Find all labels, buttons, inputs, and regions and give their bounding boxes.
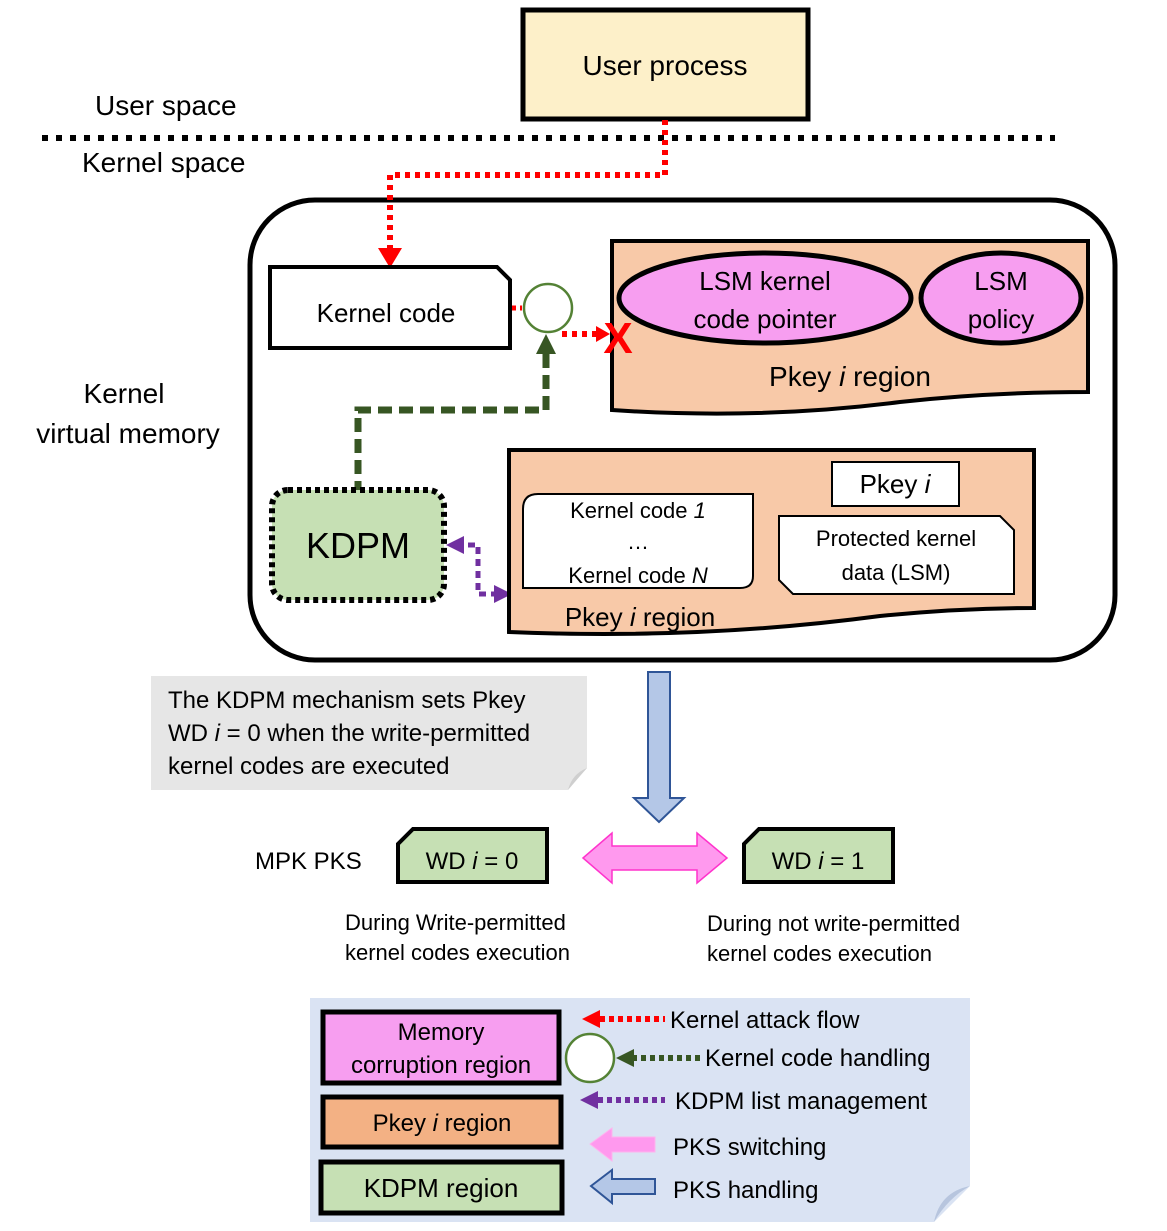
list-management-arrowhead-right (494, 585, 512, 603)
lsm-pointer-ellipse (616, 250, 914, 346)
kernel-code-list-item-1: Kernel code 1 (570, 498, 706, 523)
attack-flow-path (387, 120, 668, 250)
kernel-space-label: Kernel space (82, 147, 245, 178)
user-process-label: User process (583, 50, 748, 81)
wd0-box (396, 827, 549, 884)
lsm-policy-label-2: policy (968, 304, 1034, 334)
pks-switching-arrow (581, 831, 729, 885)
wd0-description-1: During Write-permitted (345, 910, 566, 935)
attack-blocked-x-icon: X (603, 314, 632, 363)
kdpm-box (269, 487, 447, 603)
list-management-arrowhead-left (446, 536, 464, 554)
note-line-1: The KDPM mechanism sets Pkey (168, 687, 525, 714)
wd1-label: WD i = 1 (772, 848, 865, 875)
legend-handling-arrowhead (616, 1049, 634, 1067)
legend-pks-switching-label: PKS switching (673, 1134, 826, 1161)
legend-memory-swatch (320, 1009, 562, 1086)
attack-flow-arrowhead (378, 248, 402, 268)
pkey-tag-label: Pkey i (860, 469, 932, 499)
kernel-code-list-ellipsis: … (627, 529, 649, 554)
legend-kdpm-swatch (318, 1159, 565, 1216)
wd0-label: WD i = 0 (426, 848, 519, 875)
wd1-description-2: kernel codes execution (707, 941, 932, 966)
protected-data-label-1: Protected kernel (816, 526, 976, 551)
legend-pks-handling-arrow (589, 1167, 656, 1206)
lsm-policy-ellipse (918, 250, 1084, 346)
code-handling-path (354, 352, 550, 495)
note-line-2: WD i = 0 when the write-permitted (168, 720, 530, 747)
note-line-3: kernel codes are executed (168, 753, 450, 780)
code-handler-circle (522, 282, 574, 334)
note-box (151, 676, 587, 790)
wd1-box (742, 827, 895, 884)
legend-pks-handling-label: PKS handling (673, 1177, 818, 1204)
kernel-vm-label-1: Kernel (84, 378, 165, 409)
kernel-code-list-item-n: Kernel code N (568, 563, 708, 588)
pkey-region-upper-label: Pkey i region (769, 361, 931, 392)
legend-pks-switching-arrow (589, 1127, 656, 1163)
legend-handling-label: Kernel code handling (705, 1045, 931, 1072)
legend-list-arrowhead (580, 1091, 598, 1109)
wd1-description-1: During not write-permitted (707, 911, 960, 936)
kernel-code-box (268, 265, 512, 350)
lsm-policy-label-1: LSM (974, 266, 1027, 296)
kernel-code-label: Kernel code (317, 298, 456, 328)
legend-memory-label-2: corruption region (351, 1052, 531, 1079)
kdpm-label: KDPM (306, 525, 410, 566)
lsm-pointer-label-1: LSM kernel (699, 266, 831, 296)
legend-attack-label: Kernel attack flow (670, 1007, 860, 1034)
legend-attack-arrowhead (582, 1010, 600, 1028)
protected-data-label-2: data (LSM) (842, 560, 951, 585)
legend-pkey-label: Pkey i region (373, 1110, 512, 1137)
protected-data-box (778, 515, 1015, 595)
legend-handler-circle (564, 1032, 616, 1084)
wd0-description-2: kernel codes execution (345, 940, 570, 965)
pkey-region-lower-label: Pkey i region (565, 602, 715, 632)
kernel-vm-label-2: virtual memory (36, 418, 220, 449)
user-process-box (520, 7, 811, 122)
pks-handling-arrow (631, 671, 687, 824)
attack-flow-blocked-arrowhead (596, 326, 610, 342)
lsm-pointer-label-2: code pointer (693, 304, 836, 334)
legend-kdpm-label: KDPM region (364, 1173, 519, 1203)
pkey-tag-box (831, 461, 960, 507)
mpk-pks-label: MPK PKS (255, 848, 362, 875)
legend-curl (934, 1186, 970, 1222)
legend-list-label: KDPM list management (675, 1088, 927, 1115)
legend-pkey-swatch (320, 1094, 564, 1150)
code-handling-arrowhead (536, 334, 556, 354)
legend-memory-label-1: Memory (398, 1019, 485, 1046)
kernel-code-list-box (522, 493, 754, 589)
user-space-label: User space (95, 90, 237, 121)
